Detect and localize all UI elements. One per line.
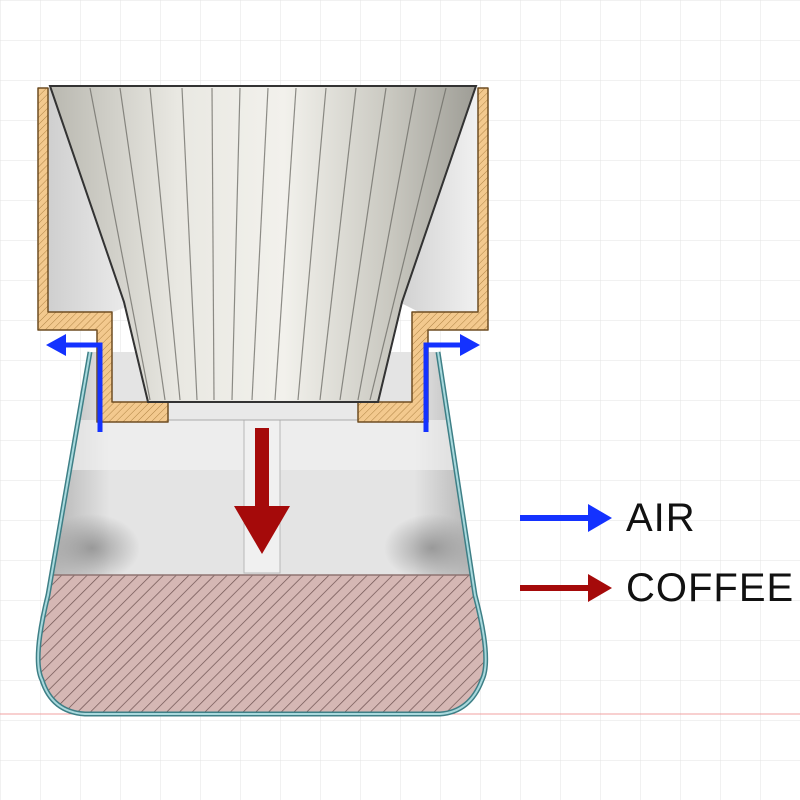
- air-flow-arrow-left: [46, 334, 103, 432]
- coffee-flow-arrow: [234, 428, 290, 554]
- legend-coffee-label: COFFEE: [626, 566, 795, 610]
- paper-filter: [48, 85, 478, 403]
- legend-coffee: COFFEE: [518, 564, 794, 612]
- arrow-right-icon: [520, 574, 612, 602]
- arrow-right-icon: [520, 504, 612, 532]
- legend-air-label: AIR: [626, 496, 696, 540]
- coffee-liquid: [38, 575, 486, 714]
- air-flow-arrow-right: [423, 334, 480, 432]
- legend-air: AIR: [518, 494, 696, 542]
